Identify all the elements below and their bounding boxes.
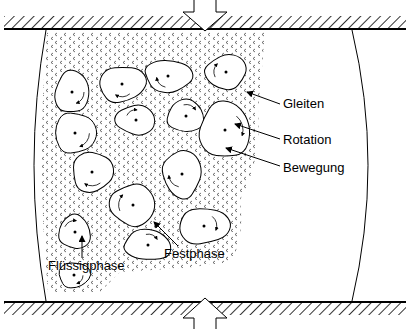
grain-center (147, 244, 150, 247)
rotation-label: Rotation (283, 132, 331, 147)
rotation-arrow (77, 275, 83, 283)
solid-grain (165, 97, 205, 133)
grain-center (132, 204, 135, 207)
rotation-arrow (184, 105, 196, 110)
grain-center (74, 231, 77, 234)
solid-grain (196, 98, 253, 159)
rotation-arrow (157, 78, 166, 87)
grain-center (224, 129, 227, 132)
rotation-arrow (146, 234, 157, 239)
liquid-phase-label: Flüssigphase (48, 258, 125, 273)
grain-center (167, 75, 170, 78)
grain-center (74, 132, 77, 135)
rotation-arrow (116, 94, 130, 97)
rotation-arrow (212, 216, 216, 230)
rotation-arrow (119, 195, 123, 211)
slip-label: Gleiten (283, 96, 324, 111)
rotation-arrow (214, 64, 217, 77)
solid-grain (56, 113, 97, 153)
grain-center (73, 274, 76, 277)
grain-center (185, 115, 188, 118)
liquid-phase (42, 32, 265, 292)
rotation-arrow (127, 110, 137, 116)
force-arrow (183, 0, 227, 31)
solid-phase-label: Festphase (164, 246, 225, 261)
solid-grains (52, 52, 254, 288)
solid-grain (69, 149, 117, 197)
solid-grain (143, 59, 194, 95)
grain-center (71, 91, 74, 94)
rotation-arrow (169, 176, 179, 187)
rotation-arrow (76, 92, 84, 103)
solid-grain (98, 63, 149, 104)
grain-center (181, 173, 184, 176)
solid-grain (178, 206, 232, 245)
grain-center (135, 119, 138, 122)
specimen-outline (352, 30, 368, 301)
rotation-arrow (80, 133, 89, 146)
solid-grain (56, 212, 92, 251)
motion-label: Bewegung (283, 160, 344, 175)
solid-grain (52, 68, 92, 115)
grain-center (91, 171, 94, 174)
grain-center (121, 83, 124, 86)
solid-grain (161, 149, 203, 200)
grain-center (225, 71, 228, 74)
rotation-arrow (85, 183, 101, 186)
force-arrow (183, 298, 227, 329)
solid-grain (114, 103, 156, 136)
solid-grain (107, 181, 157, 228)
solid-grain (202, 52, 249, 94)
rotation-arrow (65, 221, 76, 227)
grain-center (203, 225, 206, 228)
